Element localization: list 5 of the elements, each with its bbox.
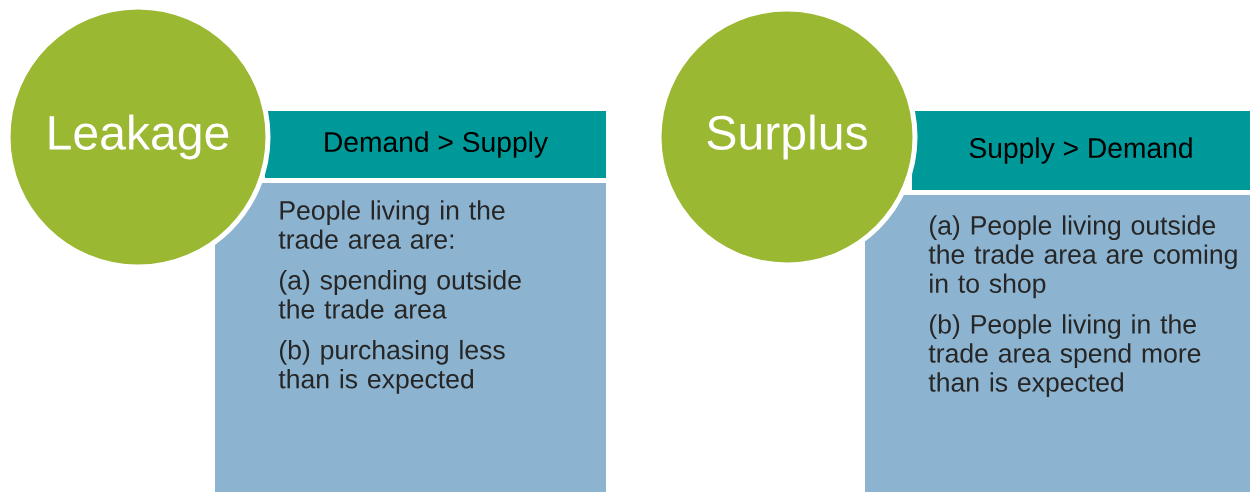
- header-box: Demand > Supply: [265, 111, 606, 178]
- header-box: Supply > Demand: [912, 111, 1250, 190]
- circle-badge: Leakage: [5, 4, 271, 270]
- text-panel: People living in the trade area are: (a) spending outside the trade area (b) purchasing less than is expected: [215, 183, 606, 492]
- text-panel: (a) People living outside the trade area are coming in to shop (b) People living in the trade area spend more than is expected: [865, 195, 1250, 492]
